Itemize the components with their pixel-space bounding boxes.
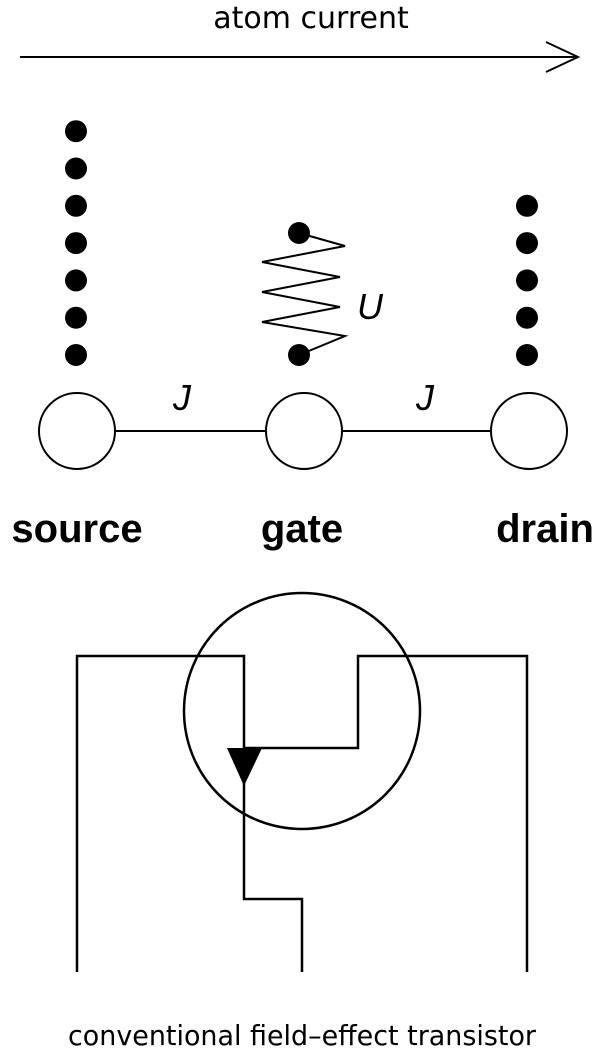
fet-symbol-icon bbox=[75, 591, 529, 972]
drain-atom-stack bbox=[516, 194, 538, 366]
source-atom-stack bbox=[65, 120, 87, 366]
atom bbox=[65, 344, 87, 366]
atom bbox=[65, 269, 87, 292]
atom bbox=[65, 157, 87, 180]
arrow-right-icon bbox=[20, 41, 581, 73]
drain-label: drain bbox=[496, 507, 594, 551]
source-site bbox=[38, 392, 116, 470]
atom bbox=[516, 344, 538, 366]
atom bbox=[516, 194, 538, 217]
source-label: source bbox=[11, 507, 142, 551]
caption: conventional field–effect transistor bbox=[68, 1019, 536, 1052]
gate-atom-pair bbox=[288, 222, 310, 366]
atom bbox=[65, 232, 87, 255]
gate-label: gate bbox=[261, 507, 343, 551]
coupling-j-left-label: J bbox=[172, 377, 192, 418]
diagram-title: atom current bbox=[213, 1, 409, 36]
coupling-j-right-label: J bbox=[415, 377, 435, 418]
drain-site bbox=[490, 392, 568, 470]
atom bbox=[65, 120, 87, 143]
atom bbox=[516, 306, 538, 329]
gate-site bbox=[265, 392, 343, 470]
spring-icon bbox=[261, 232, 349, 356]
coupling-u-label: U bbox=[357, 286, 384, 327]
atom bbox=[65, 194, 87, 217]
atom bbox=[516, 269, 538, 292]
atom bbox=[516, 232, 538, 255]
atom bbox=[65, 306, 87, 329]
